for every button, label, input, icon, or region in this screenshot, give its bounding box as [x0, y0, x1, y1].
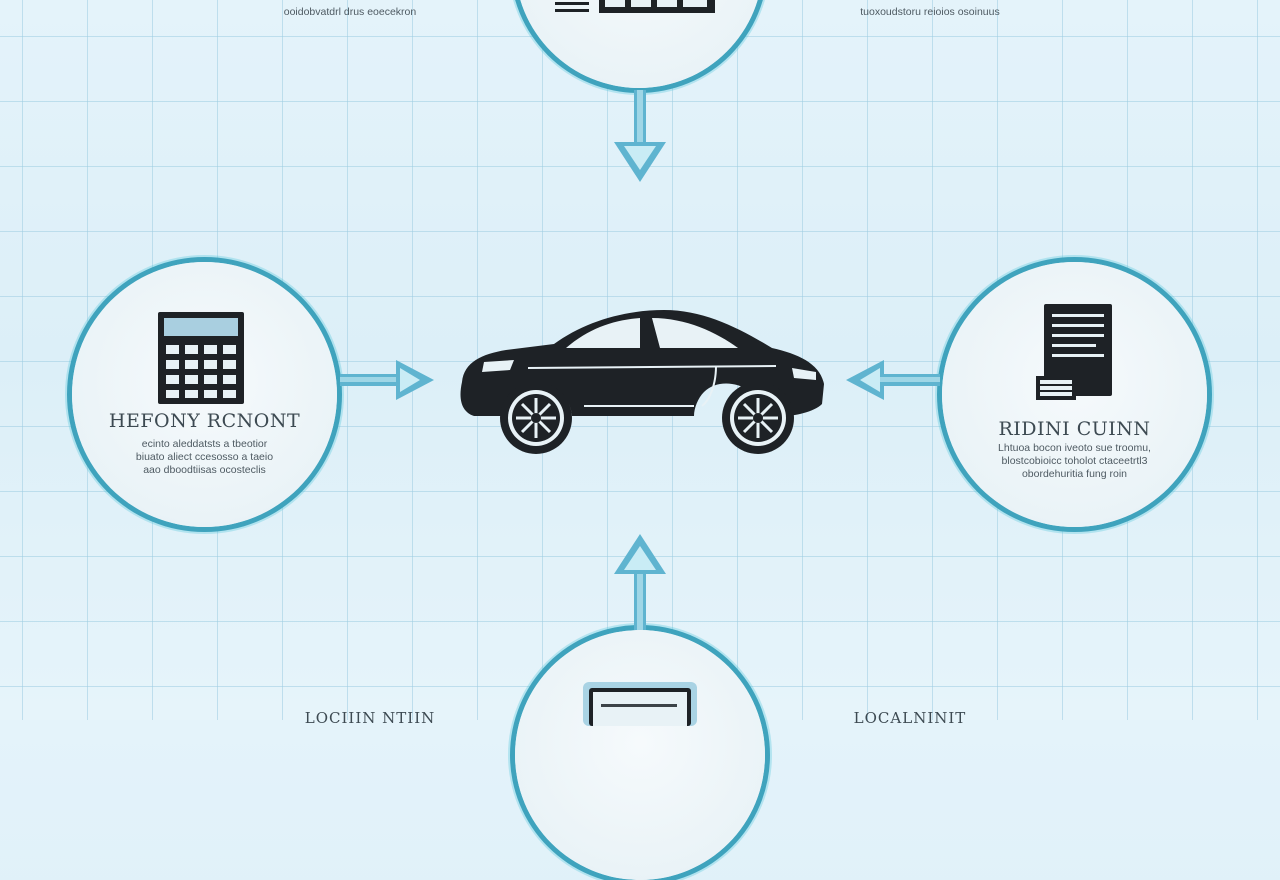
node-right: RIDINI CUINN Lhtuoa bocon iveoto sue tro… — [942, 262, 1207, 527]
document-icon — [1036, 304, 1112, 400]
spreadsheet-icon — [555, 0, 715, 13]
caption-bottom-left: LOCIIIN NTIIN — [304, 709, 436, 727]
arrow-down — [614, 90, 666, 182]
car-icon — [460, 310, 824, 454]
arrow-left — [846, 360, 940, 400]
node-right-title: RIDINI CUINN — [998, 418, 1151, 440]
calculator-icon — [158, 312, 244, 404]
node-left-desc: ecinto aleddatsts a tbeotior biuato alie… — [135, 438, 274, 476]
tablet-icon — [583, 682, 697, 726]
caption-top-left: ooidobvatdrl drus eoecekron — [283, 6, 417, 18]
node-left: HEFONY RCNONT ecinto aleddatsts a tbeoti… — [72, 262, 337, 527]
caption-top-right: tuoxoudstoru reioios osoinuus — [860, 6, 1000, 18]
caption-bottom-right: LOCALNINIT — [853, 709, 967, 727]
node-right-desc: Lhtuoa bocon iveoto sue troomu, blostcob… — [998, 442, 1151, 480]
node-bottom — [515, 630, 765, 880]
arrow-up — [614, 534, 666, 630]
arrow-right — [340, 360, 434, 400]
node-left-title: HEFONY RCNONT — [108, 410, 301, 432]
